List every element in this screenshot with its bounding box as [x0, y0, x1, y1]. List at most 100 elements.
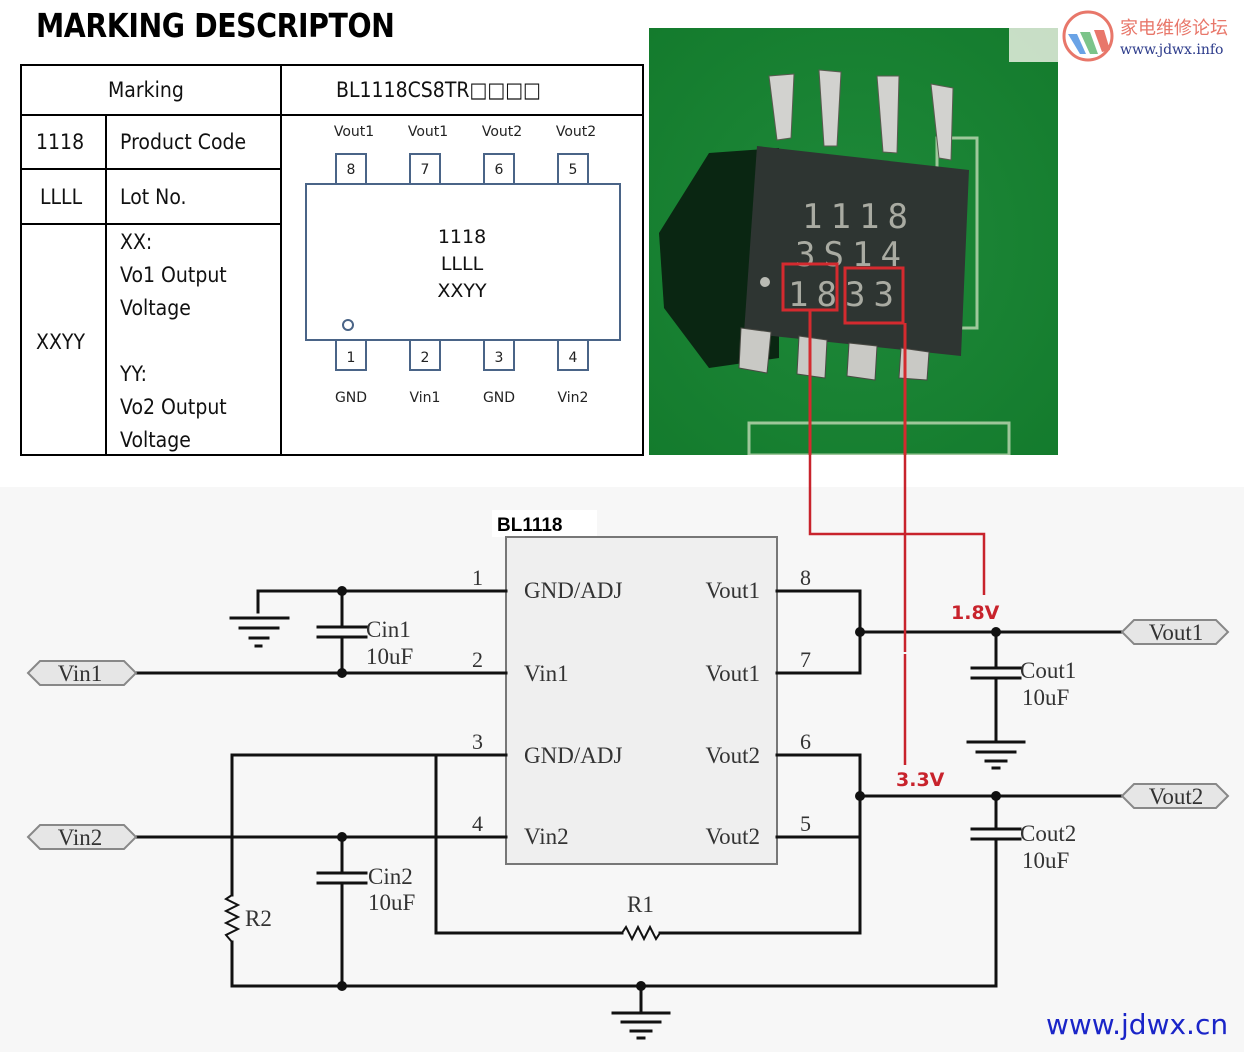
ic-pin-label: GND/ADJ: [524, 743, 622, 768]
port-label: Vin1: [58, 661, 103, 686]
row-description-line: Vo1 Output: [120, 263, 227, 287]
port-vin1: [26, 660, 138, 686]
row-description-line: XX:: [120, 230, 153, 254]
wire-r1-right: [658, 835, 862, 935]
row-description-line: Voltage: [120, 428, 191, 452]
wire-adj: [230, 753, 508, 897]
chip-package: [744, 146, 969, 356]
component-value: 10uF: [1022, 685, 1069, 710]
pin-8: [335, 153, 367, 185]
junction-dot: [636, 981, 646, 991]
wire-vout2-pins: [775, 753, 862, 839]
logo-w-icon: [1080, 32, 1098, 54]
page-title: MARKING DESCRIPTON: [36, 6, 395, 45]
pin-number: 5: [569, 162, 578, 178]
pin-number: 2: [421, 350, 430, 366]
ic-pin-label: Vin2: [524, 824, 569, 849]
table-divider: [22, 223, 280, 225]
resistor-r2-icon: [223, 894, 241, 943]
chip-lead: [846, 342, 878, 381]
logo-url-text: www.jdwx.info: [1120, 42, 1223, 58]
chip-pin1-dot: [760, 277, 770, 287]
ic-body: [505, 536, 778, 865]
pin-4: [557, 339, 589, 371]
ic-pin-number: 8: [800, 565, 811, 590]
junction-dot: [337, 586, 347, 596]
pin-label: Vout1: [408, 124, 448, 140]
ic-pin-number: 3: [472, 729, 483, 754]
wire-gnd1: [256, 589, 508, 614]
component-label: R2: [245, 906, 272, 931]
vout2-voltage-annotation: 3.3V: [896, 769, 945, 791]
port-label: Vout1: [1149, 620, 1204, 645]
table-divider: [22, 168, 280, 170]
pin-6: [483, 153, 515, 185]
ic-pin-number: 7: [800, 647, 811, 672]
logo-w-icon: [1094, 30, 1110, 52]
pin-number: 3: [495, 350, 504, 366]
port-vin2: [26, 824, 138, 850]
chip-lead: [818, 69, 842, 147]
ic-title-bg: [492, 510, 597, 537]
component-value: 10uF: [368, 890, 415, 915]
table-divider: [105, 114, 107, 456]
row-code: LLLL: [40, 185, 83, 209]
wire-gnd-bottom: [230, 838, 998, 988]
junction-dot: [991, 791, 1001, 801]
pinout-diagram: Vout1 Vout1 Vout2 Vout2 8 7 6 5 1 2 3 4 …: [305, 124, 621, 406]
junction-dot: [337, 668, 347, 678]
pin-number: 1: [347, 350, 356, 366]
row-description: Lot No.: [120, 185, 187, 209]
ic-pin-label: Vout2: [705, 824, 760, 849]
component-value: 10uF: [1022, 848, 1069, 873]
annotation-leader-xx: [808, 455, 986, 595]
chip-lead: [738, 327, 772, 374]
row-code: XXYY: [36, 330, 85, 354]
component-label: Cin2: [368, 864, 413, 889]
pin-number: 4: [569, 350, 578, 366]
chip-marking-line: 1833: [788, 275, 902, 315]
pin-number: 8: [347, 162, 356, 178]
chip-marking-line: 1118: [802, 197, 916, 237]
highlight-yy-box: [843, 266, 905, 325]
watermark-url: www.jdwx.cn: [1046, 1008, 1229, 1041]
logo-ring-icon: [1062, 10, 1114, 62]
pin-3: [483, 339, 515, 371]
ic-pin-label: Vout1: [705, 578, 760, 603]
port-vout2: [1120, 783, 1230, 809]
row-description-line: Vo2 Output: [120, 395, 227, 419]
chip-lead: [876, 75, 900, 154]
table-divider: [22, 114, 642, 116]
ic-pin-label: GND/ADJ: [524, 578, 622, 603]
pin-2: [409, 339, 441, 371]
component-label: Cin1: [366, 617, 411, 642]
watermark-logo: 家电维修论坛 www.jdwx.info: [1062, 10, 1228, 62]
ic-pin-number: 5: [800, 811, 811, 836]
ic-pin-number: 4: [472, 811, 483, 836]
ic-pin-number: 1: [472, 565, 483, 590]
marking-table: Marking BL1118CS8TR□□□□ 1118 Product Cod…: [20, 64, 644, 456]
vout1-voltage-annotation: 1.8V: [951, 602, 1000, 624]
row-description-line: YY:: [120, 362, 147, 386]
part-number: BL1118CS8TR□□□□: [336, 78, 541, 102]
chip-body-line: LLLL: [441, 253, 484, 275]
pin-label: Vout2: [482, 124, 522, 140]
chip-body: [305, 183, 621, 341]
pin-number: 7: [421, 162, 430, 178]
logo-w-icon: [1068, 34, 1086, 54]
component-value: 10uF: [366, 644, 413, 669]
ic-name: BL1118: [497, 515, 563, 536]
port-label: Vout2: [1149, 784, 1204, 809]
junction-dot: [855, 791, 865, 801]
ic-pin-label: Vout2: [705, 743, 760, 768]
component-label: Cout1: [1020, 658, 1076, 683]
marking-header-label: Marking: [108, 78, 184, 102]
row-description-line: Voltage: [120, 296, 191, 320]
chip-body-line: XXYY: [437, 280, 487, 302]
logo-cn-text: 家电维修论坛: [1120, 18, 1228, 39]
junction-dot: [991, 627, 1001, 637]
pin-label: Vin2: [558, 390, 589, 406]
chip-body-line: 1118: [438, 226, 486, 248]
ic-pin-label: Vin1: [524, 661, 569, 686]
